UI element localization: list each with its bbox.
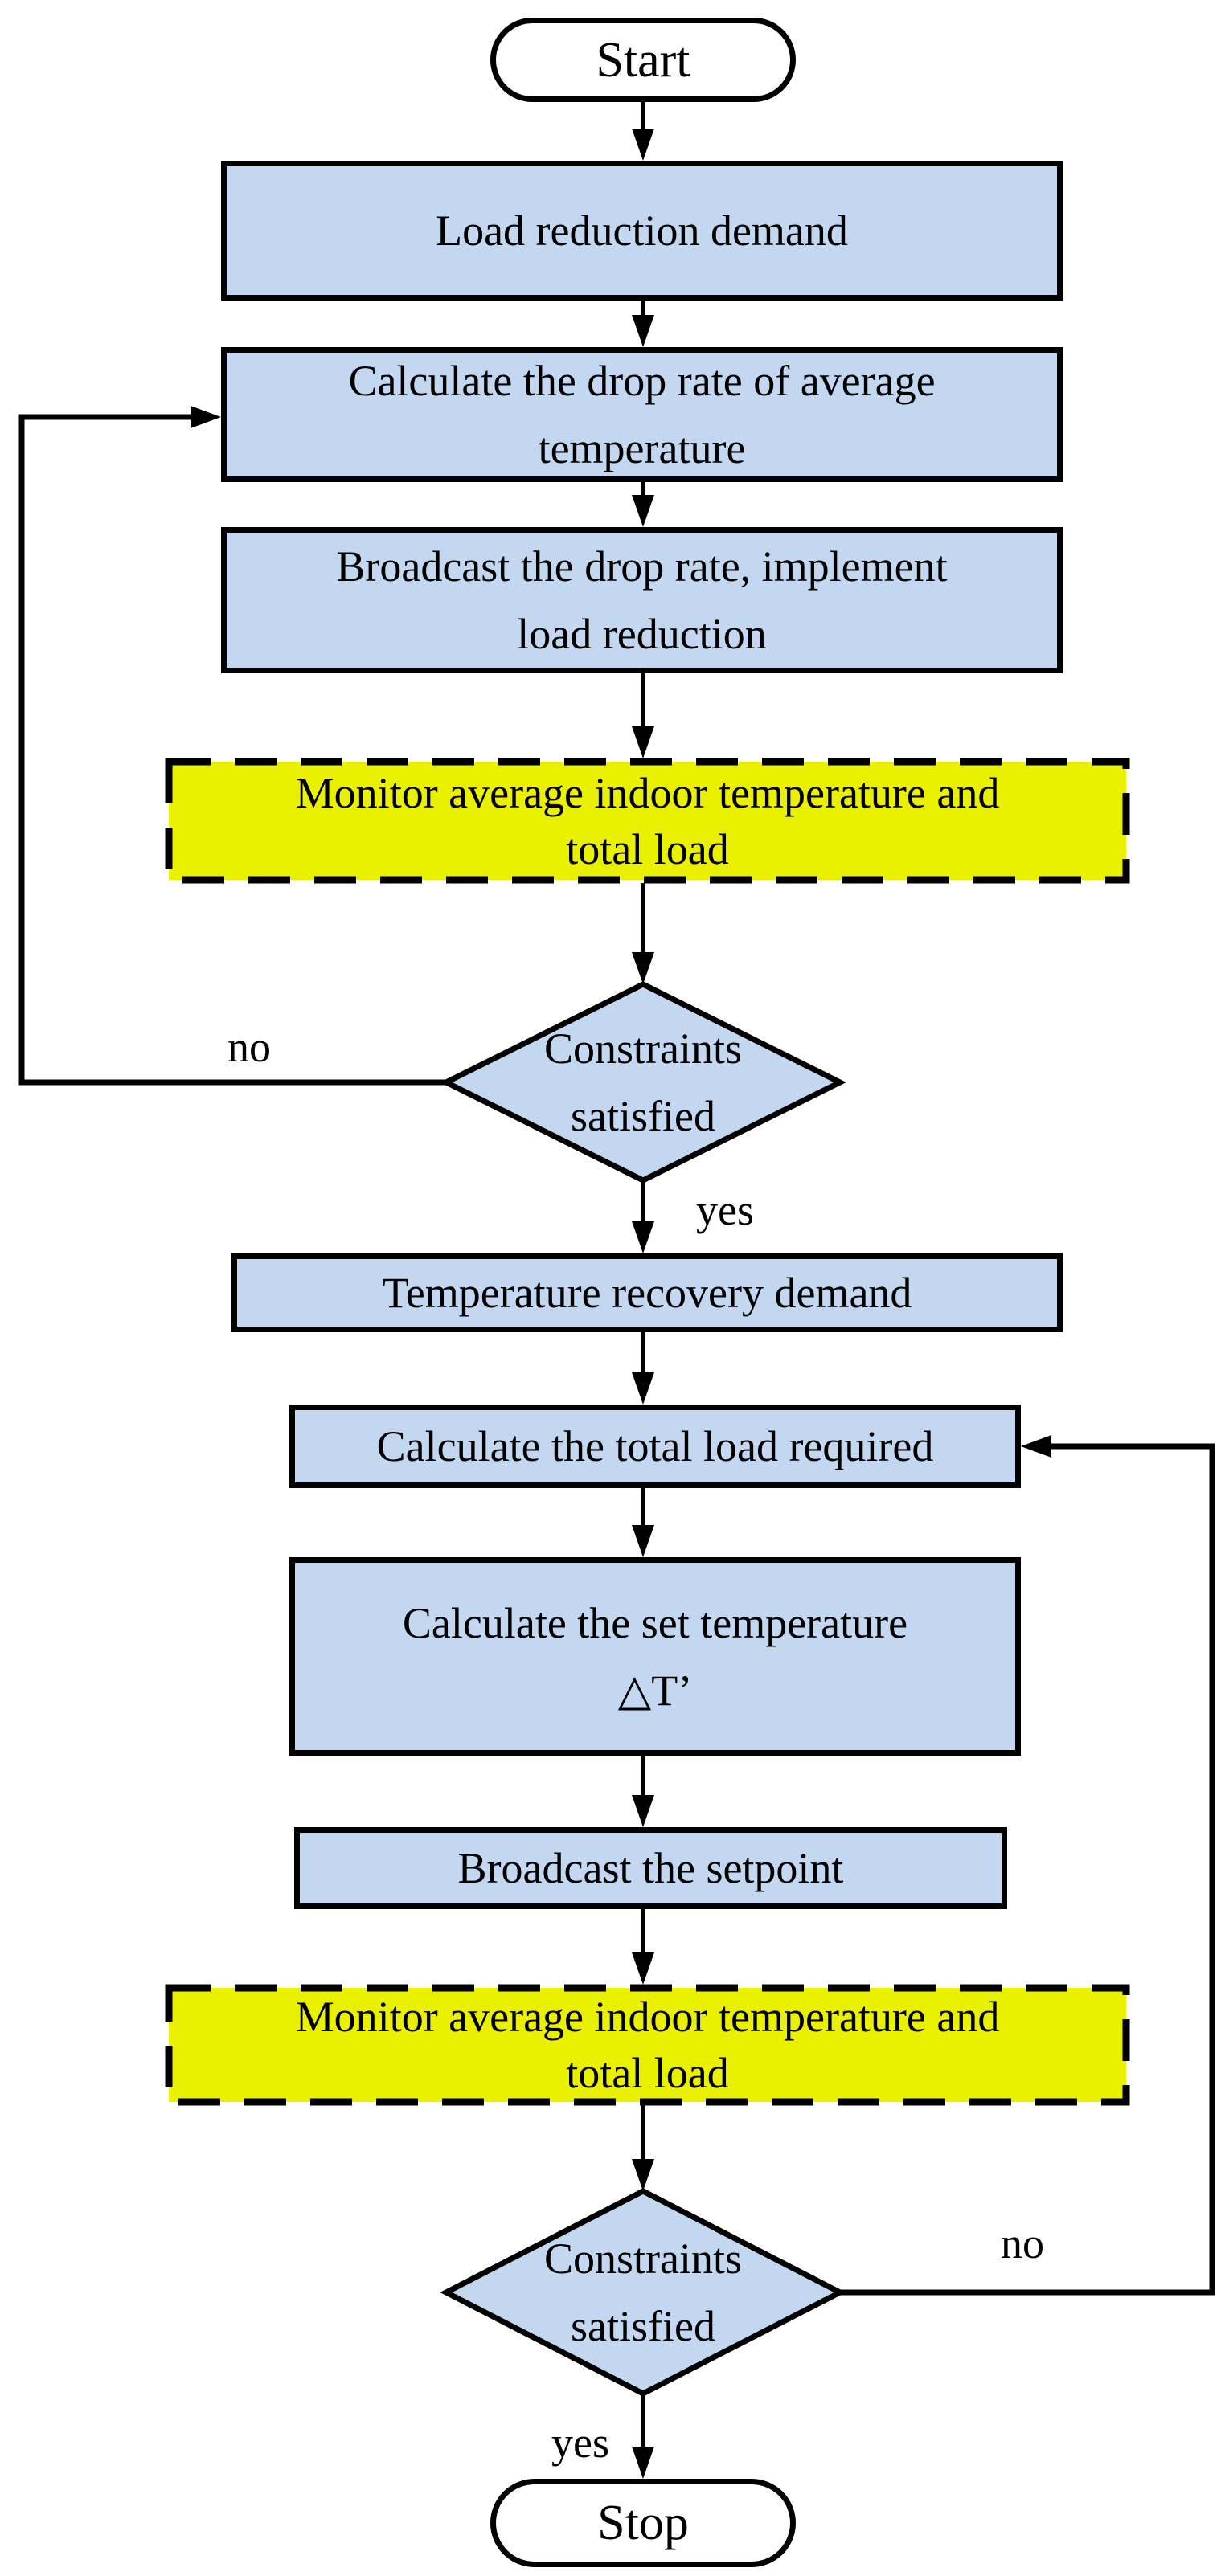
process-label-line2: △T’ <box>617 1666 693 1715</box>
arrow-calc-drop-rate-to-broadcast-drop-rate <box>632 482 654 527</box>
decision-diamond-1-shape <box>440 981 846 1184</box>
decision-label-line1: Constraints <box>543 1024 742 1073</box>
arrow-start-to-load-reduction <box>632 102 654 161</box>
arrow-monitor-2-to-constraints-2 <box>632 2105 654 2191</box>
monitor-label-line2: total load <box>566 2049 729 2097</box>
process-broadcast-setpoint: Broadcast the setpoint <box>294 1827 1007 1909</box>
monitor-box-1-shape <box>165 758 1130 884</box>
process-broadcast-drop-rate: Broadcast the drop rate, implement load … <box>221 527 1063 673</box>
process-label-line2: temperature <box>538 424 746 472</box>
edge-label-no-2: no <box>1001 2219 1044 2267</box>
process-label: Temperature recovery demand <box>382 1269 912 1317</box>
arrow-constraints-1-yes-to-temp-recovery <box>632 1180 654 1253</box>
process-label-line1: Calculate the set temperature <box>402 1598 908 1647</box>
edge-label-yes-2: yes <box>551 2419 609 2467</box>
monitor-box-1-label: Monitor average indoor temperature and t… <box>166 758 1129 883</box>
decision-label-line1: Constraints <box>543 2235 742 2283</box>
arrow-load-reduction-to-calc-drop-rate <box>632 301 654 347</box>
arrow-temp-recovery-to-calc-total-load <box>632 1332 654 1405</box>
monitor-box-2-shape <box>165 1984 1130 2106</box>
process-calc-total-load: Calculate the total load required <box>289 1405 1021 1488</box>
decision-diamond-2-shape <box>440 2188 846 2397</box>
arrow-broadcast-drop-rate-to-monitor-1 <box>632 673 654 758</box>
process-temperature-recovery-demand: Temperature recovery demand <box>231 1253 1063 1332</box>
monitor-label-line2: total load <box>566 824 729 873</box>
process-label: Calculate the total load required <box>376 1422 934 1470</box>
edge-label-yes-1: yes <box>696 1186 754 1234</box>
stop-node: Stop <box>490 2479 796 2567</box>
process-load-reduction-demand: Load reduction demand <box>221 161 1063 301</box>
process-label-line2: load reduction <box>517 610 767 658</box>
arrow-broadcast-setpoint-to-monitor-2 <box>632 1909 654 1985</box>
process-label: Load reduction demand <box>436 206 848 255</box>
stop-label: Stop <box>597 2496 689 2550</box>
decision-constraints-2-label: Constraints satisfied <box>446 2191 840 2394</box>
process-calc-set-temperature: Calculate the set temperature △T’ <box>289 1557 1021 1756</box>
loop-no-constraints-1-to-calc-drop-rate <box>18 406 446 1086</box>
start-label: Start <box>596 32 690 88</box>
arrow-monitor-1-to-constraints-1 <box>632 883 654 984</box>
monitor-label-line1: Monitor average indoor temperature and <box>295 768 1000 817</box>
process-calc-drop-rate: Calculate the drop rate of average tempe… <box>221 347 1063 482</box>
process-label-line1: Calculate the drop rate of average <box>348 357 936 405</box>
start-node: Start <box>490 18 796 102</box>
monitor-label-line1: Monitor average indoor temperature and <box>295 1993 1000 2041</box>
decision-constraints-1-label: Constraints satisfied <box>446 984 840 1180</box>
decision-label-line2: satisfied <box>571 1092 715 1140</box>
arrow-calc-total-load-to-calc-set-temp <box>632 1488 654 1557</box>
decision-label-line2: satisfied <box>571 2302 715 2350</box>
monitor-box-2-label: Monitor average indoor temperature and t… <box>166 1985 1129 2105</box>
process-label-line1: Broadcast the drop rate, implement <box>336 542 948 591</box>
edge-label-no-1: no <box>227 1023 271 1071</box>
arrow-constraints-2-yes-to-stop <box>632 2394 654 2479</box>
process-label: Broadcast the setpoint <box>457 1844 844 1892</box>
loop-no-constraints-2-to-calc-total-load <box>840 1435 1215 2296</box>
arrow-calc-set-temp-to-broadcast-setpoint <box>632 1756 654 1827</box>
